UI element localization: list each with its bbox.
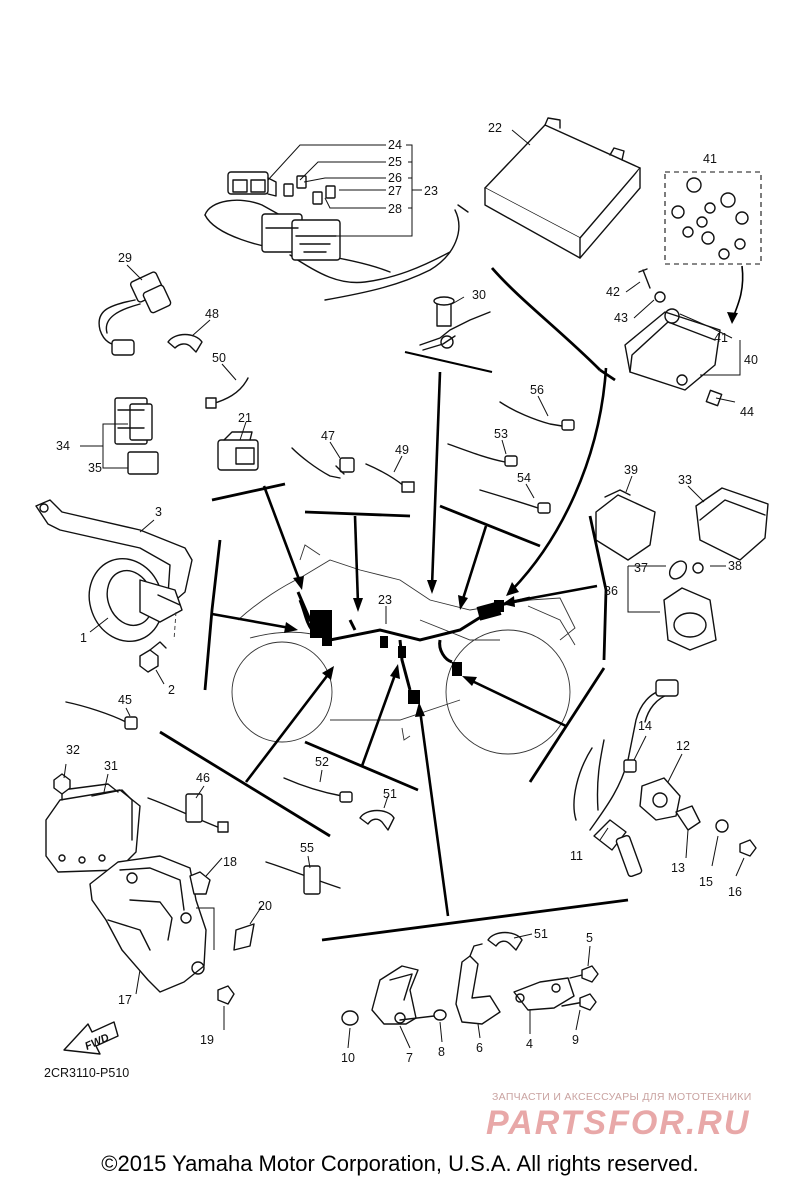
callout-35: 35 (88, 461, 102, 475)
callout-17: 17 (118, 993, 132, 1007)
callout-38: 38 (728, 559, 742, 573)
horn (88, 557, 183, 643)
callout-51-bottom: 51 (534, 927, 548, 941)
callout-7: 7 (406, 1051, 413, 1065)
callout-29: 29 (118, 251, 132, 265)
lead-52 (283, 769, 353, 803)
battery-terminal-lead (404, 296, 493, 373)
callout-39: 39 (624, 463, 638, 477)
watermark-tagline: ЗАПЧАСТИ И АКСЕССУАРЫ ДЛЯ МОТОТЕХНИКИ (492, 1091, 752, 1103)
callout-41-kit: 41 (703, 152, 717, 166)
callout-28: 28 (388, 202, 402, 216)
wire-clamp-51-lower (359, 795, 395, 831)
callout-53: 53 (494, 427, 508, 441)
callout-47: 47 (321, 429, 335, 443)
relay-21 (217, 421, 259, 471)
callout-40: 40 (744, 353, 758, 367)
watermark-logo: PARTSFOR.RU (486, 1104, 751, 1142)
callout-55: 55 (300, 841, 314, 855)
callout-44: 44 (740, 405, 754, 419)
callout-6: 6 (476, 1041, 483, 1055)
side-stand-switch-assembly (341, 931, 599, 1049)
callout-26: 26 (388, 171, 402, 185)
callout-56: 56 (530, 383, 544, 397)
spare-grommet-kit (664, 171, 762, 324)
callout-21: 21 (238, 411, 252, 425)
callout-32: 32 (66, 743, 80, 757)
callout-2: 2 (168, 683, 175, 697)
callout-33: 33 (678, 473, 692, 487)
callout-54: 54 (517, 471, 531, 485)
callout-1: 1 (80, 631, 87, 645)
cable-band-45 (65, 701, 138, 730)
main-relay-assembly (624, 268, 741, 407)
callout-51-lower: 51 (383, 787, 397, 801)
wire-harness (296, 591, 531, 704)
group-pointer-lines (159, 267, 629, 942)
callout-52: 52 (315, 755, 329, 769)
callout-14: 14 (638, 719, 652, 733)
relay-coupler (80, 397, 159, 475)
callout-48: 48 (205, 307, 219, 321)
callout-45: 45 (118, 693, 132, 707)
battery (484, 117, 641, 259)
callout-24: 24 (388, 138, 402, 152)
cable-band-55 (265, 855, 341, 895)
diagram-code: 2CR3110-P510 (44, 1066, 130, 1080)
callout-20: 20 (258, 899, 272, 913)
callout-30: 30 (472, 288, 486, 302)
callout-50: 50 (212, 351, 226, 365)
callout-labels: 1 2 3 4 5 6 7 8 9 10 11 12 13 14 15 16 1… (56, 121, 758, 1065)
callout-23-top: 23 (424, 184, 438, 198)
sensor-connector-lead (98, 264, 172, 356)
ecu-and-starter-relay (595, 475, 769, 651)
gear-position-sensor (573, 679, 757, 878)
callout-8: 8 (438, 1045, 445, 1059)
cable-band-46 (147, 785, 229, 833)
callout-34: 34 (56, 439, 70, 453)
rectifier-regulator (45, 763, 141, 873)
harness-leads-right (447, 395, 575, 514)
callout-18: 18 (223, 855, 237, 869)
horn-bracket (35, 499, 193, 599)
callout-10: 10 (341, 1051, 355, 1065)
callout-15: 15 (699, 875, 713, 889)
callout-22: 22 (488, 121, 502, 135)
forward-direction-arrow: FWD (63, 1021, 119, 1055)
callout-4: 4 (526, 1037, 533, 1051)
callout-25: 25 (388, 155, 402, 169)
callout-43: 43 (614, 311, 628, 325)
callout-13: 13 (671, 861, 685, 875)
callout-41-relay: 41 (714, 331, 728, 345)
copyright-notice: ©2015 Yamaha Motor Corporation, U.S.A. A… (101, 1151, 699, 1176)
wire-clamp-48 (167, 319, 211, 353)
callout-23-harness: 23 (378, 593, 392, 607)
callout-37: 37 (634, 561, 648, 575)
callout-19: 19 (200, 1033, 214, 1047)
callout-42: 42 (606, 285, 620, 299)
callout-49: 49 (395, 443, 409, 457)
callout-36: 36 (604, 584, 618, 598)
callout-27: 27 (388, 184, 402, 198)
ecu-bracket (89, 855, 263, 1030)
callout-5: 5 (586, 931, 593, 945)
callout-12: 12 (676, 739, 690, 753)
cable-band-49 (365, 455, 415, 493)
callout-16: 16 (728, 885, 742, 899)
callout-9: 9 (572, 1033, 579, 1047)
callout-31: 31 (104, 759, 118, 773)
horn-bolt (139, 641, 167, 685)
callout-11: 11 (570, 849, 583, 863)
cable-band-47 (291, 441, 355, 479)
callout-46: 46 (196, 771, 210, 785)
cable-band-50 (205, 363, 249, 409)
callout-3: 3 (155, 505, 162, 519)
fuse-box-assembly (204, 144, 469, 301)
